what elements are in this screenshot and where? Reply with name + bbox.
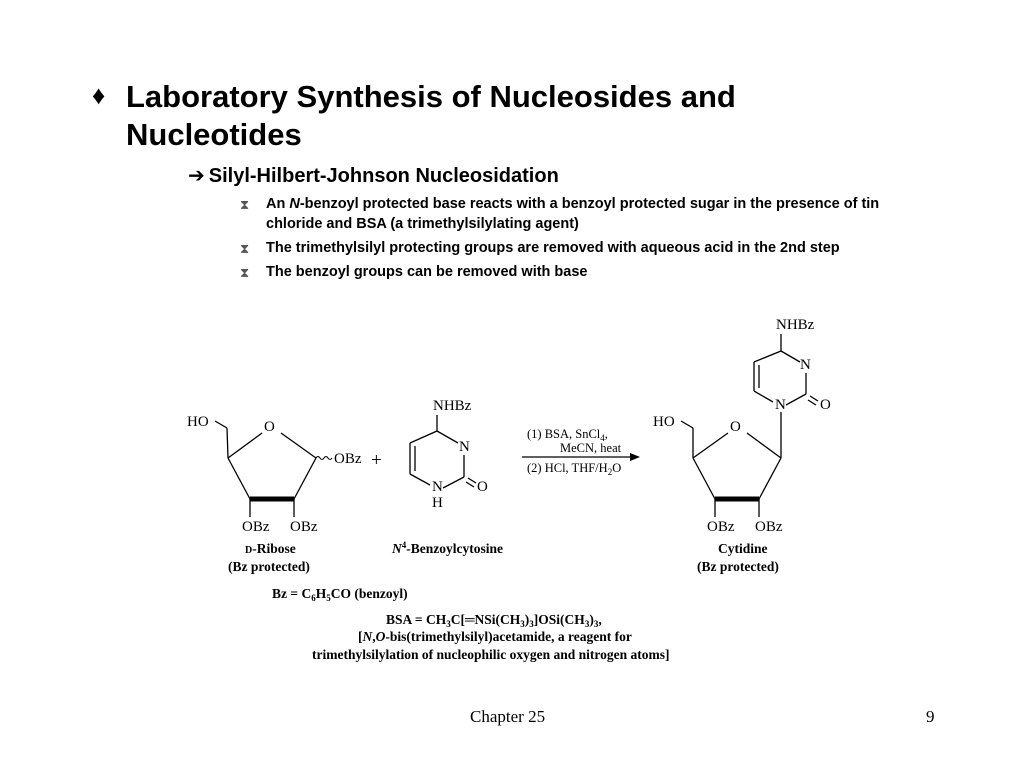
condition-step1-line1: (1) BSA, SnCl4, [527, 427, 608, 443]
cytidine-protected-label: (Bz protected) [697, 559, 779, 574]
footer-chapter: Chapter 25 [470, 707, 546, 726]
slide-title: Laboratory Synthesis of Nucleosides and … [126, 79, 736, 152]
cytidine-ring-o: O [730, 419, 741, 435]
bsa-definition-line3: trimethylsilylation of nucleophilic oxyg… [312, 647, 670, 662]
bullet-item: ⧗ The benzoyl groups can be removed with… [238, 262, 918, 282]
ribose-obz-right: OBz [290, 519, 318, 535]
cytosine-nh-h-label: H [432, 495, 443, 511]
ribose-obz-left: OBz [242, 519, 270, 535]
cytidine-n-top: N [800, 357, 811, 373]
cytidine-ho-label: HO [653, 414, 675, 430]
bullet-item: ⧗ An N-benzoyl protected base reacts wit… [238, 194, 918, 234]
ribose-name: D-Ribose [245, 541, 296, 556]
hourglass-bullet-icon: ⧗ [240, 265, 250, 280]
cytidine-nhbz-label: NHBz [776, 317, 815, 333]
bullet-text: An N-benzoyl protected base reacts with … [266, 196, 879, 232]
cytosine-name: N4-Benzoylcytosine [391, 540, 503, 556]
ribose-structure: HO O OBz OBz OBz D-Ribose (Bz protected) [187, 414, 362, 574]
bz-definition: Bz = C6H5CO (benzoyl) [272, 586, 408, 603]
ribose-anomeric-obz: OBz [334, 451, 362, 467]
subtitle: Silyl-Hilbert-Johnson Nucleosidation [208, 165, 559, 187]
bullet-list: ⧗ An N-benzoyl protected base reacts wit… [238, 194, 918, 286]
cytidine-name: Cytidine [718, 541, 768, 556]
plus-sign: + [371, 450, 382, 471]
bsa-definition-line2: [N,O-bis(trimethylsilyl)acetamide, a rea… [358, 629, 632, 644]
cytosine-carbonyl-o-label: O [477, 479, 488, 495]
bullet-text-part: An [266, 196, 290, 212]
benzoylcytosine-structure: NHBz N O N H N4-Benzoylcytosine [391, 398, 503, 556]
bullet-item: ⧗ The trimethylsilyl protecting groups a… [238, 238, 918, 258]
hourglass-bullet-icon: ⧗ [240, 197, 250, 212]
ribose-protected-label: (Bz protected) [228, 559, 310, 574]
cytidine-obz-left: OBz [707, 519, 735, 535]
cytidine-structure: NHBz N O N HO O [653, 317, 831, 574]
cytosine-nh-n-label: N [432, 479, 443, 495]
bullet-text-italic: N [289, 196, 300, 212]
cytidine-carbonyl-o: O [820, 397, 831, 413]
hourglass-bullet-icon: ⧗ [240, 241, 250, 256]
arrow-bullet-icon: ➔ [188, 165, 205, 187]
bsa-definition-line1: BSA = CH3C[═NSi(CH3)3]OSi(CH3)3, [386, 612, 602, 629]
cytosine-nhbz-label: NHBz [433, 398, 472, 414]
condition-step1-line2: MeCN, heat [560, 441, 622, 455]
cytidine-obz-right: OBz [755, 519, 783, 535]
cytidine-n-bottom: N [775, 397, 786, 413]
cytosine-ring-n-label: N [459, 439, 470, 455]
ribose-ho-label: HO [187, 414, 209, 430]
condition-step2: (2) HCl, THF/H2O [527, 461, 621, 477]
bullet-text: The benzoyl groups can be removed with b… [266, 264, 588, 280]
bullet-text: The trimethylsilyl protecting groups are… [266, 240, 840, 256]
subtitle-row: ➔Silyl-Hilbert-Johnson Nucleosidation [188, 163, 559, 188]
diamond-bullet-icon: ♦ [92, 80, 106, 110]
footer-page-number: 9 [926, 707, 935, 726]
reaction-conditions: (1) BSA, SnCl4, MeCN, heat (2) HCl, THF/… [522, 427, 640, 477]
definitions: Bz = C6H5CO (benzoyl) BSA = CH3C[═NSi(CH… [272, 586, 670, 662]
bullet-text-part: -benzoyl protected base reacts with a be… [266, 196, 880, 232]
ribose-ring-o-label: O [264, 419, 275, 435]
